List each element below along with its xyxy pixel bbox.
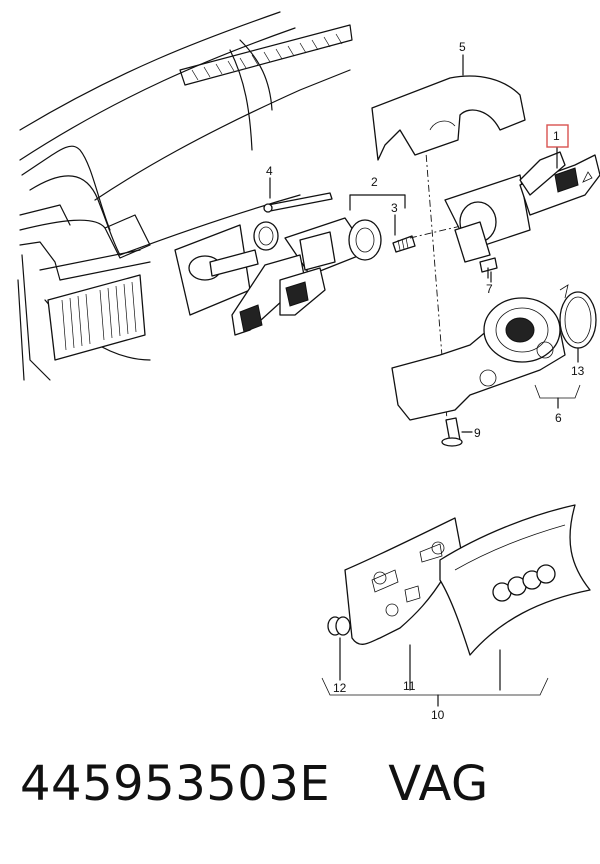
callout-4: 4 [266,164,273,178]
part-9-screw [441,417,473,447]
dashboard-outline [17,11,353,381]
callout-5: 5 [459,40,466,54]
callout-1: 1 [553,129,560,143]
callout-7: 7 [486,282,493,296]
callout-2: 2 [371,175,378,189]
part-10-pad-cover [439,504,591,691]
part-2-switch-carrier [231,194,406,336]
callout-12: 12 [333,681,347,695]
part-4-pin [263,177,333,213]
part-13-ring [559,284,597,363]
part-number: 445953503E [20,756,331,812]
bracket-10 [321,677,549,696]
part-3-screw [392,214,416,253]
callout-9: 9 [474,426,481,440]
part-11-pad-backing [344,517,463,691]
part-number-label: 445953503E VAG [20,756,489,812]
callout-10: 10 [431,708,445,722]
brand-name: VAG [388,756,489,812]
callout-11: 11 [403,679,416,693]
part-7-screw [479,257,498,283]
highlight-box [546,124,569,148]
part-12-bushing [327,616,351,681]
part-6-lower-shroud [391,297,581,421]
callout-3: 3 [391,201,398,215]
callout-6: 6 [555,411,562,425]
vertical-center-line [424,139,448,421]
part-5-upper-shroud [371,54,526,161]
center-line [409,224,466,239]
part-1-switch [444,124,600,263]
callout-13: 13 [571,364,585,378]
